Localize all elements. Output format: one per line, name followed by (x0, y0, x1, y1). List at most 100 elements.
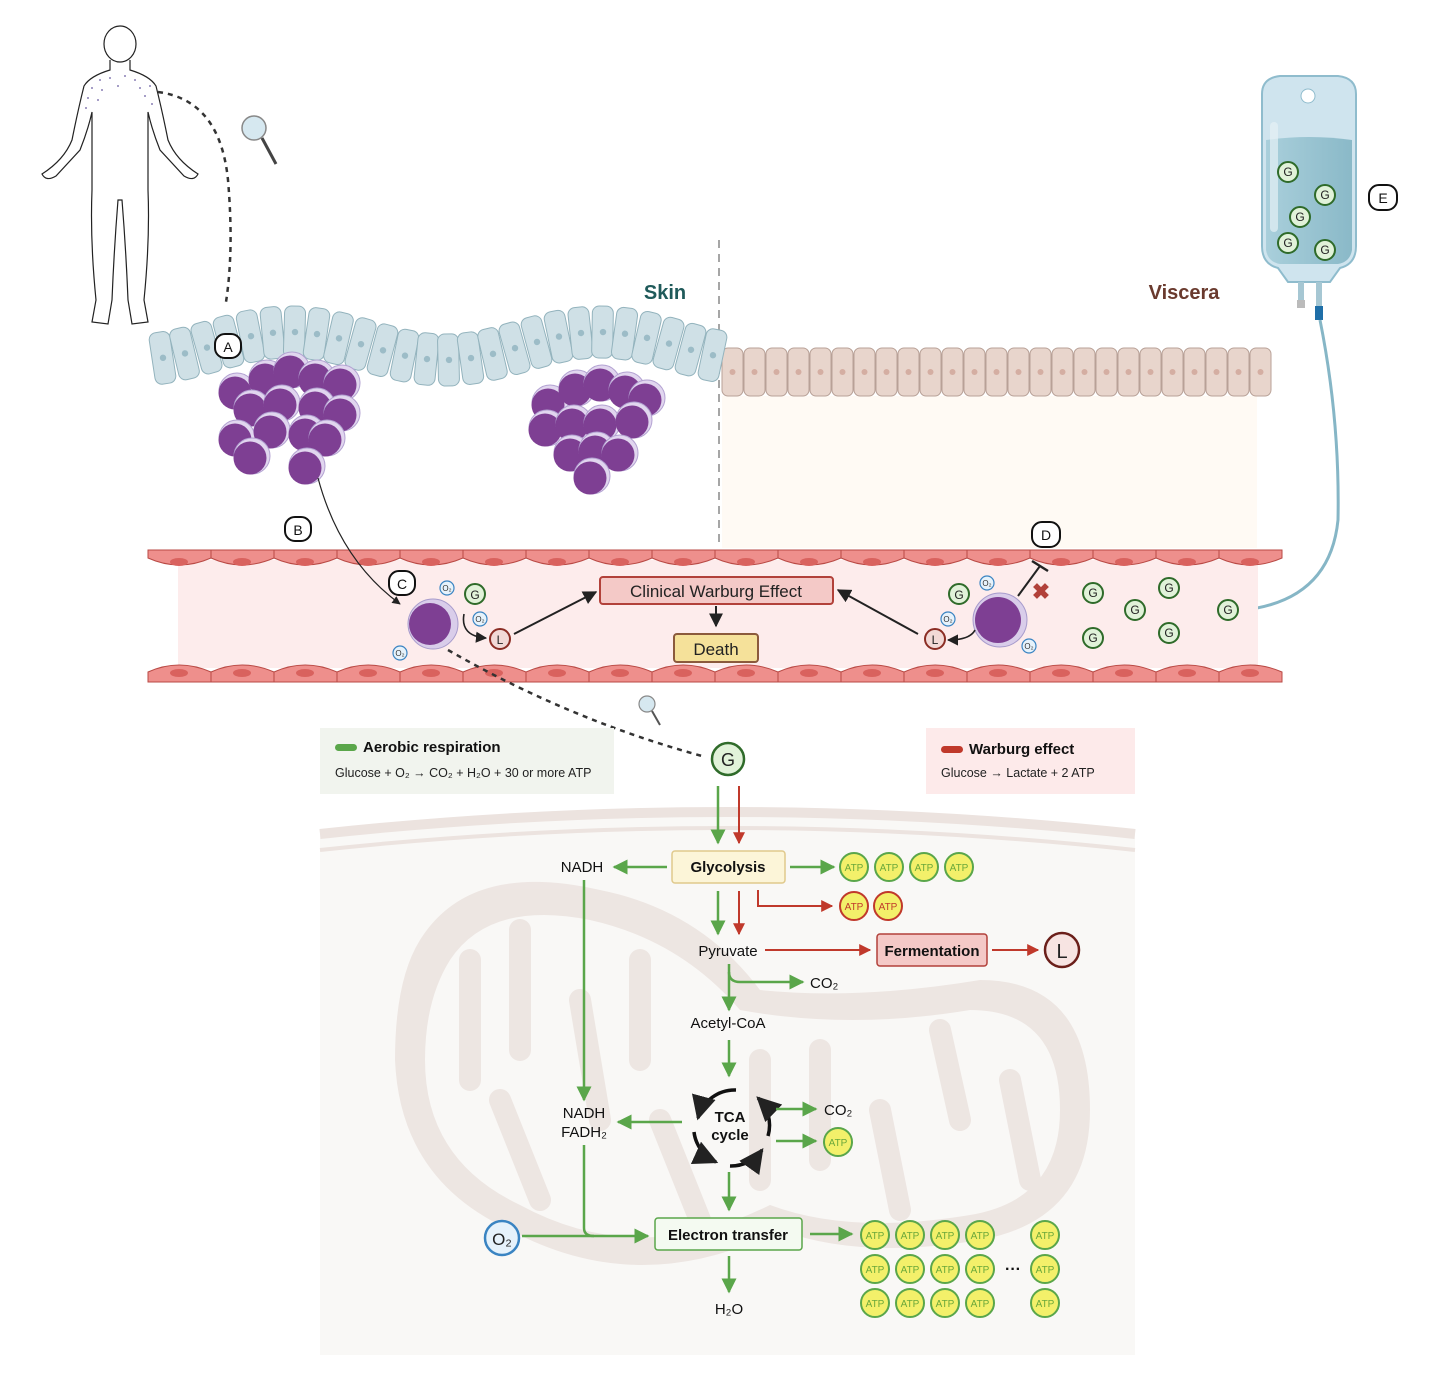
svg-text:O₂: O₂ (943, 615, 952, 624)
svg-text:ATP: ATP (971, 1299, 990, 1310)
aerobic-arrow (727, 971, 805, 990)
svg-text:ATP: ATP (950, 863, 969, 874)
circulating-lymphoma-cell-left (407, 598, 459, 650)
fadh2-label: FADH₂ (561, 1124, 607, 1141)
skin-epithelial-cell (520, 315, 553, 369)
water-label: H₂O (715, 1301, 743, 1318)
marker-d: D (1031, 521, 1061, 548)
lymphoma-cluster-right (528, 364, 666, 495)
zoom-connector-dashed-line (447, 648, 703, 758)
svg-text:ATP: ATP (845, 863, 864, 874)
fermentation-box: Fermentation (876, 933, 988, 967)
lactate-to-warburg-arrow-right (836, 589, 919, 635)
nadh-label: NADH (561, 859, 604, 876)
glucose-molecule: G (464, 583, 486, 605)
svg-text:Clinical Warburg Effect: Clinical Warburg Effect (630, 582, 802, 601)
glucose-molecule: G (1217, 599, 1239, 621)
atp-molecule: ATP (860, 1220, 890, 1250)
svg-text:ATP: ATP (936, 1231, 955, 1242)
svg-text:L: L (1056, 941, 1067, 963)
oxygen-molecule: O₂ (1021, 638, 1037, 654)
skin-epithelial-cell (697, 328, 728, 382)
death-box: Death (673, 633, 759, 663)
svg-text:Glycolysis: Glycolysis (690, 859, 765, 876)
acetyl-coa-label: Acetyl-CoA (690, 1015, 765, 1032)
svg-text:G: G (1130, 603, 1139, 617)
glucose-molecule: G (1314, 184, 1336, 206)
skin-region-label: Skin (644, 282, 686, 304)
svg-text:Electron transfer: Electron transfer (668, 1227, 788, 1244)
oxygen-molecule: O₂ (392, 645, 408, 661)
oxygen-molecule: O₂ (979, 575, 995, 591)
skin-epithelial-cell (477, 327, 508, 381)
atp-molecule: ATP (860, 1288, 890, 1318)
lactate-production-arrow-right (946, 629, 976, 646)
warburg-legend-swatch (941, 746, 963, 753)
skin-epithelial-cell (366, 323, 399, 377)
viscera-tissue-background (722, 396, 1257, 548)
skin-epithelial-cell (413, 332, 440, 386)
lactate-production-arrow-left (462, 613, 488, 643)
viscera-epithelium (721, 347, 1272, 397)
svg-text:ATP: ATP (901, 1299, 920, 1310)
glucose-molecule: G (1158, 577, 1180, 599)
marker-e: E (1368, 184, 1398, 211)
glycolysis-atp-warburg: ATP ATP (839, 891, 903, 921)
vessel-wall-bottom (147, 664, 1283, 683)
oxygen-molecule: O₂ (472, 611, 488, 627)
lactate-to-warburg-arrow-left (513, 591, 598, 635)
oxygen-molecule: O₂ (940, 611, 956, 627)
co2-label: CO₂ (810, 975, 839, 992)
glucose-molecule: G (1124, 599, 1146, 621)
atp-molecule: ATP (839, 891, 869, 921)
human-body-outline-icon (41, 25, 199, 325)
glucose-molecule: G (1082, 582, 1104, 604)
atp-molecule: ATP (965, 1288, 995, 1318)
glucose-molecule: G (1289, 206, 1311, 228)
clinical-warburg-effect-box: Clinical Warburg Effect (599, 576, 834, 605)
svg-text:ATP: ATP (901, 1265, 920, 1276)
svg-text:G: G (1164, 626, 1173, 640)
svg-text:G: G (1320, 188, 1329, 202)
svg-text:G: G (1283, 236, 1292, 250)
atp-molecule: ATP (873, 891, 903, 921)
atp-molecule: ATP (965, 1254, 995, 1284)
tca-label-line1: TCA (715, 1109, 746, 1126)
svg-text:ATP: ATP (845, 902, 864, 913)
svg-text:ATP: ATP (1036, 1265, 1055, 1276)
migration-arrow (317, 477, 401, 605)
atp-molecule: ATP (839, 852, 869, 882)
svg-text:ATP: ATP (936, 1265, 955, 1276)
svg-text:Warburg effect: Warburg effect (969, 741, 1074, 758)
pyruvate-label: Pyruvate (698, 943, 757, 960)
atp-molecule: ATP (874, 852, 904, 882)
nadh-label: NADH (563, 1105, 606, 1122)
atp-molecule: ATP (1030, 1254, 1060, 1284)
inhibition-bar (1031, 559, 1049, 573)
svg-text:Glucose + O₂ → CO₂ + H₂O + 30: Glucose + O₂ → CO₂ + H₂O + 30 or more AT… (335, 766, 591, 780)
lactate-molecule: L (489, 628, 511, 650)
svg-text:G: G (1283, 165, 1292, 179)
magnifier-icon (638, 695, 661, 726)
oxygen-molecule: O₂ (439, 580, 455, 596)
atp-molecule: ATP (1030, 1220, 1060, 1250)
tca-cycle-icon (690, 1088, 783, 1176)
skin-epithelial-cell (543, 309, 574, 364)
warburg-effect-legend: Warburg effect Glucose → Lactate + 2 ATP (926, 728, 1135, 794)
skin-epithelial-cell (567, 306, 594, 360)
atp-molecule: ATP (930, 1220, 960, 1250)
atp-molecule: ATP (895, 1288, 925, 1318)
skin-epithelial-cell (437, 333, 460, 387)
svg-text:ATP: ATP (1036, 1299, 1055, 1310)
svg-text:ATP: ATP (866, 1231, 885, 1242)
atp-molecule: ATP (895, 1254, 925, 1284)
vessel-wall-top (147, 549, 1283, 566)
lactate-product: L (1043, 931, 1081, 969)
skin-epithelial-cell (169, 326, 200, 381)
svg-text:O₂: O₂ (475, 615, 484, 624)
tca-atp: ATP (823, 1127, 853, 1157)
atp-molecule: ATP (895, 1220, 925, 1250)
viscera-region-label: Viscera (1149, 282, 1221, 304)
svg-text:Fermentation: Fermentation (884, 943, 979, 960)
